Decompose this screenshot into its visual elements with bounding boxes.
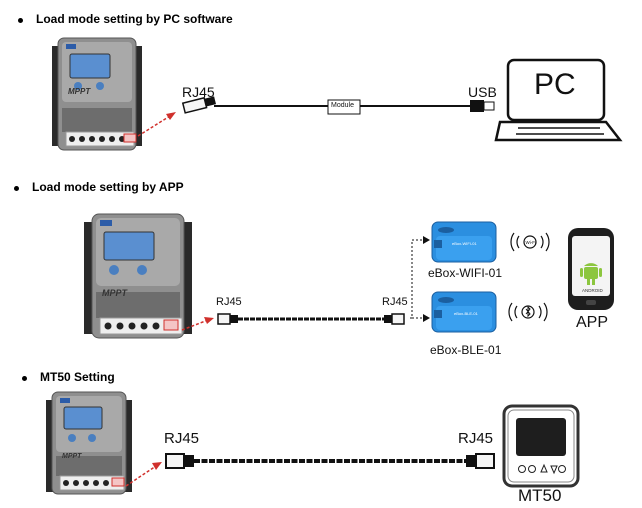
rj45-label: RJ45	[182, 84, 215, 100]
port-pointer-arrow	[125, 462, 162, 487]
rj45-label: RJ45	[216, 296, 242, 308]
solar-controller-icon	[52, 37, 142, 151]
rj45-plug	[181, 96, 217, 114]
section-heading-pc: Load mode setting by PC software	[36, 12, 233, 26]
rj45-plug	[217, 313, 238, 325]
bullet-dot	[22, 376, 27, 381]
cable-module-box	[327, 99, 361, 115]
port-pointer-arrow	[181, 317, 214, 331]
rj45-label: RJ45	[164, 430, 200, 447]
mt50-remote-meter-icon	[502, 404, 580, 488]
android-phone-icon	[568, 228, 614, 310]
ebox-wifi-logo: eBox-WIFI-01	[452, 241, 477, 246]
controller-label: MPPT	[62, 453, 82, 460]
cable-module-label: Module	[331, 102, 354, 109]
ebox-wifi-label: eBox-WIFI-01	[428, 266, 503, 280]
controller-label: MPPT	[68, 87, 91, 96]
bluetooth-icon	[508, 302, 548, 322]
usb-label: USB	[468, 84, 497, 100]
solar-controller-icon	[46, 391, 132, 495]
solar-controller-icon	[84, 213, 192, 339]
rj45-plug	[466, 453, 495, 469]
mt50-label: MT50	[518, 486, 562, 505]
rj45-plug	[384, 313, 405, 325]
rj45-label: RJ45	[458, 430, 494, 447]
port-pointer-arrow	[137, 112, 176, 137]
ebox-ble-logo: eBox-BLE-01	[454, 311, 479, 316]
svg-text:Wi-Fi: Wi-Fi	[526, 240, 537, 245]
ebox-ble-label: eBox-BLE-01	[430, 343, 502, 357]
controller-label: MPPT	[102, 288, 129, 298]
phone-brand-label: ANDROID	[582, 288, 604, 293]
connection-choice-bracket	[410, 236, 430, 322]
ebox-wifi-device	[431, 221, 497, 263]
bullet-dot	[14, 186, 19, 191]
rj45-plug	[165, 453, 194, 469]
wifi-icon: Wi-Fi	[510, 232, 550, 252]
app-label: APP	[576, 314, 609, 331]
section-heading-app: Load mode setting by APP	[32, 180, 184, 194]
usb-plug	[470, 100, 495, 112]
pc-label: PC	[534, 68, 576, 101]
bullet-dot	[18, 18, 23, 23]
computer-icon	[494, 58, 623, 142]
section-heading-mt50: MT50 Setting	[40, 370, 115, 384]
rj45-label: RJ45	[382, 296, 408, 308]
ebox-ble-device	[431, 291, 497, 333]
